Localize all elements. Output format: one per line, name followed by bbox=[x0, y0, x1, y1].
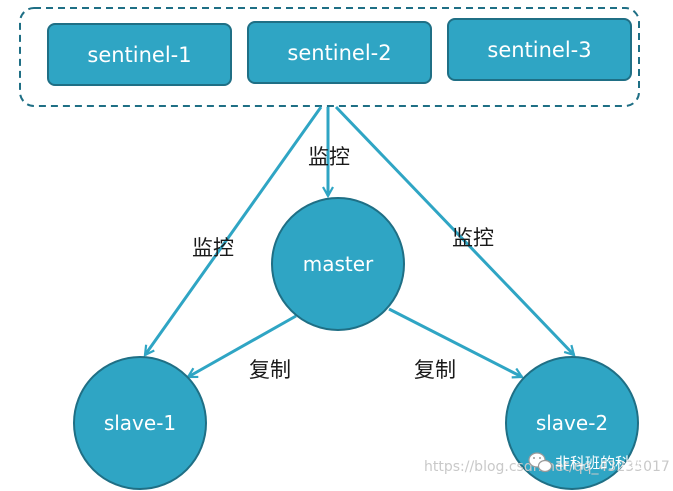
label-monitor-right: 监控 bbox=[452, 226, 494, 250]
sentinel-box-2: sentinel-2 bbox=[247, 21, 432, 84]
sentinel-box-3: sentinel-3 bbox=[447, 18, 632, 81]
edge-monitor-slave1 bbox=[145, 106, 323, 355]
wechat-icon bbox=[528, 452, 553, 473]
watermark-brand: 非科班的科班 bbox=[555, 454, 645, 472]
master-node: master bbox=[271, 197, 405, 331]
label-monitor-left: 监控 bbox=[192, 236, 234, 260]
sentinel-label-3: sentinel-3 bbox=[487, 38, 591, 62]
label-replicate-right: 复制 bbox=[414, 358, 456, 382]
label-replicate-left: 复制 bbox=[249, 358, 291, 382]
sentinel-label-2: sentinel-2 bbox=[287, 41, 391, 65]
edge-replicate-slave1 bbox=[188, 314, 297, 379]
slave-1-label: slave-1 bbox=[104, 411, 176, 435]
slave-2-label: slave-2 bbox=[536, 411, 608, 435]
master-label: master bbox=[303, 252, 374, 276]
sentinel-label-1: sentinel-1 bbox=[87, 43, 191, 67]
slave-1-node: slave-1 bbox=[73, 356, 207, 490]
label-monitor-center: 监控 bbox=[308, 145, 350, 169]
sentinel-box-1: sentinel-1 bbox=[47, 23, 232, 86]
watermark: https://blog.csdn.net/qq_43235017 非科班的科班 bbox=[424, 452, 670, 475]
edge-monitor-slave2 bbox=[334, 105, 574, 355]
edge-replicate-slave2 bbox=[388, 307, 522, 377]
sentinel-group bbox=[19, 7, 640, 107]
